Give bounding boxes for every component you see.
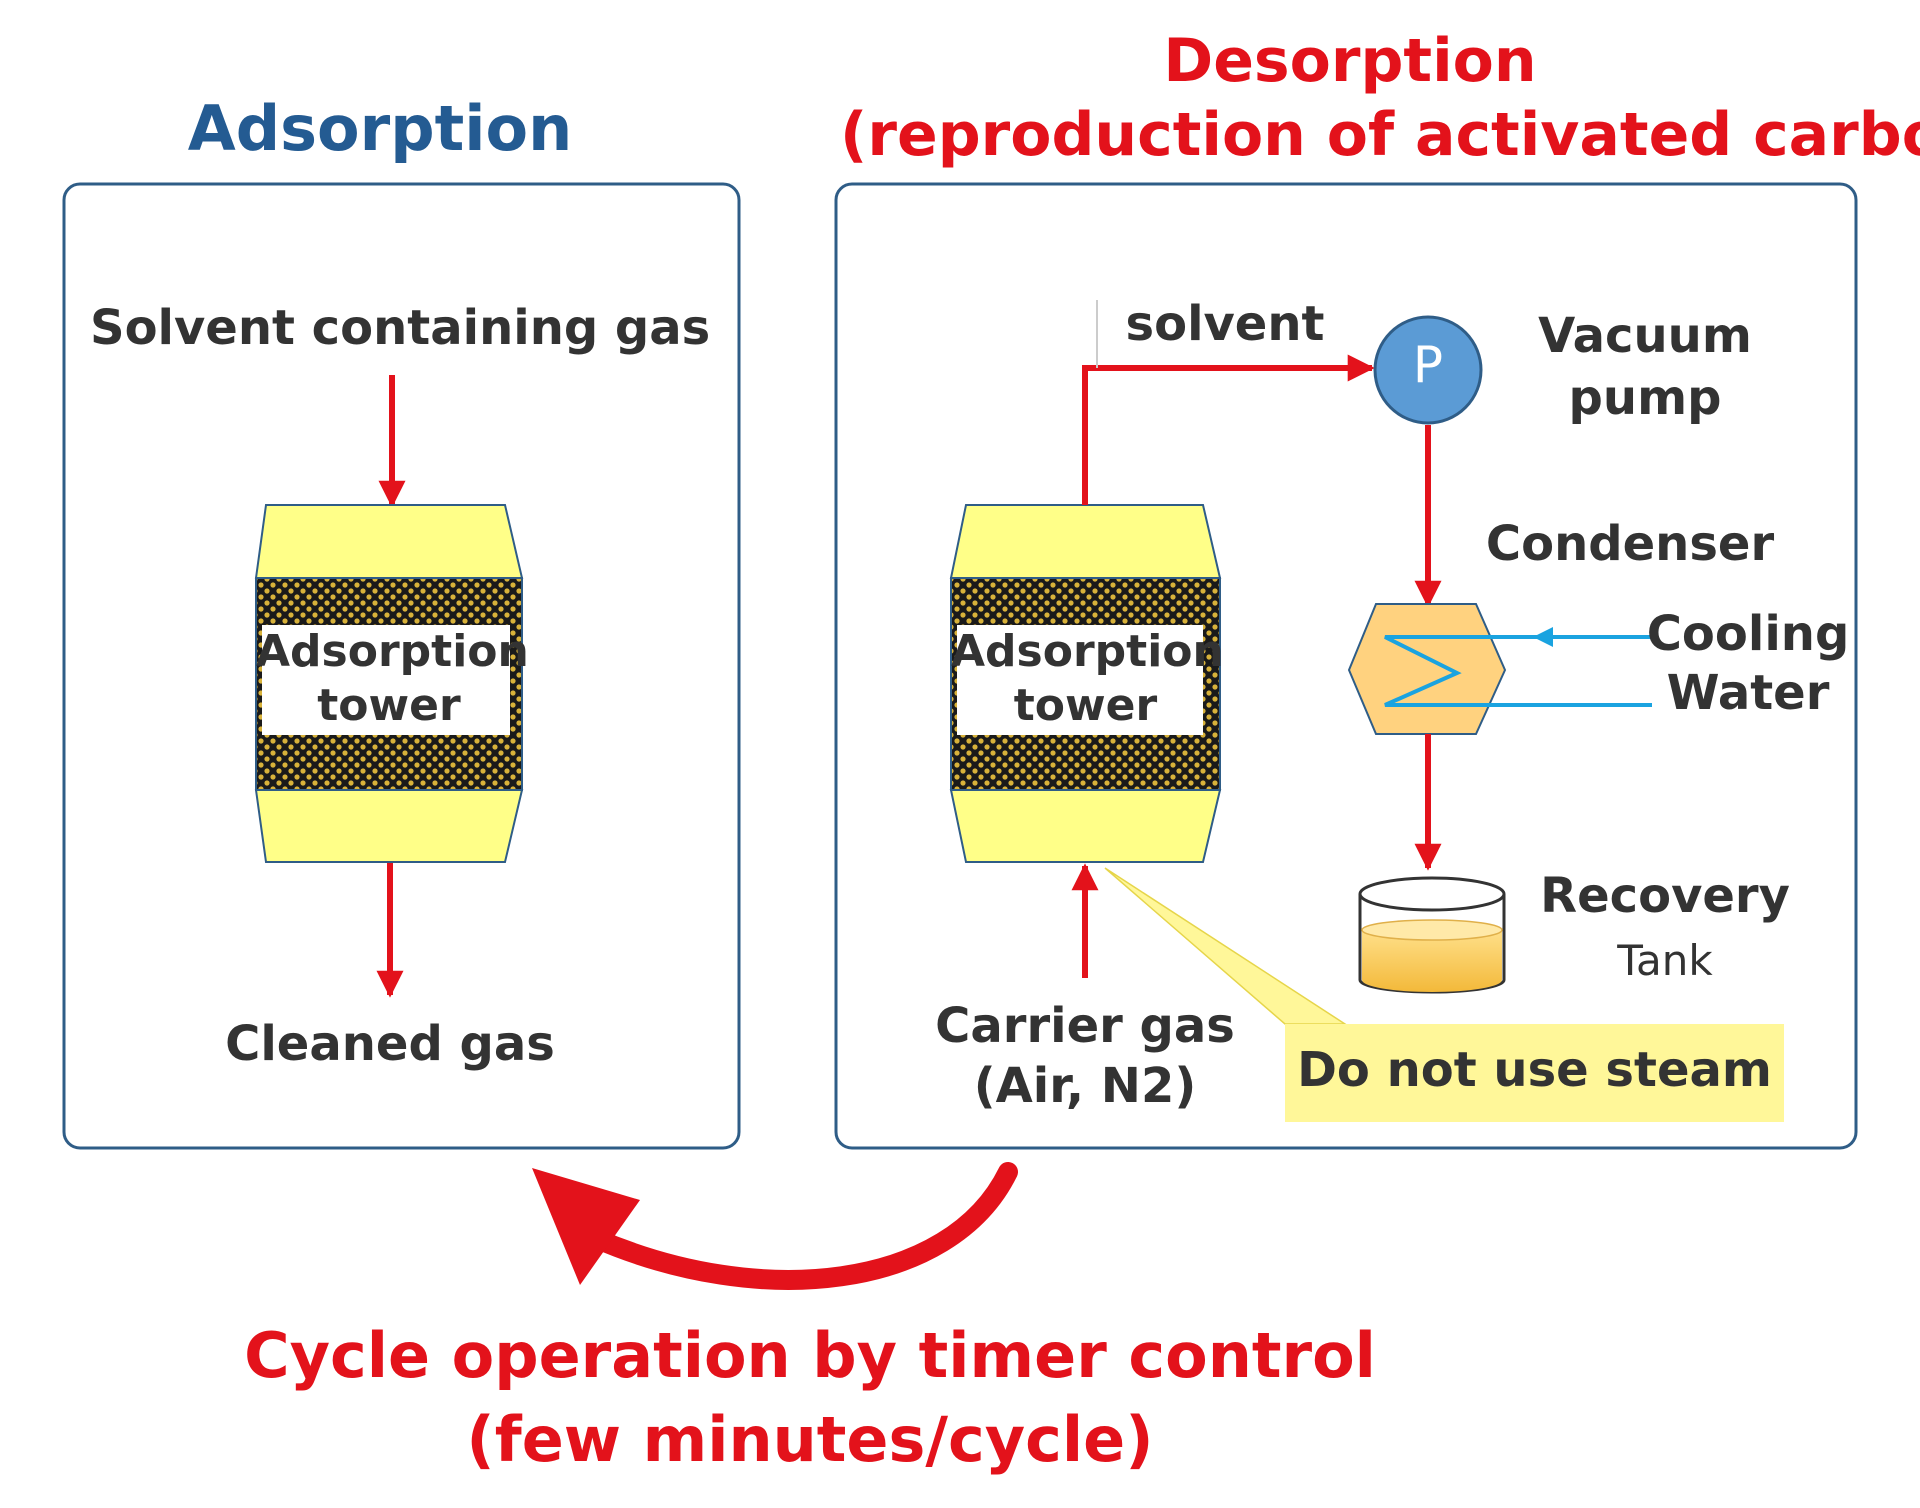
cycle-label-line1: Cycle operation by timer control xyxy=(244,1319,1376,1392)
recovery-tank-icon xyxy=(1358,876,1506,994)
desorption-title-line2: (reproduction of activated carbon) xyxy=(840,100,1920,170)
carrier-label-line2: (Air, N2) xyxy=(973,1058,1197,1114)
cooling-label-line1: Cooling xyxy=(1646,606,1850,662)
adsorption-tower-icon xyxy=(254,504,524,863)
desorption-tower-label-2: tower xyxy=(1013,680,1158,731)
condenser-icon xyxy=(1347,603,1652,735)
pump-label-line2: pump xyxy=(1568,370,1722,426)
condenser-label: Condenser xyxy=(1485,516,1775,572)
adsorption-output-label: Cleaned gas xyxy=(225,1016,555,1072)
pump-icon xyxy=(1373,315,1483,425)
desorption-panel xyxy=(834,182,1858,1150)
cycle-label-line2: (few minutes/cycle) xyxy=(466,1403,1154,1476)
pump-symbol: P xyxy=(1412,336,1444,394)
adsorption-tower-label-1: Adsorption xyxy=(256,626,529,677)
note-box xyxy=(1285,1024,1784,1122)
desorption-tower-label-1: Adsorption xyxy=(951,626,1224,677)
note-text: Do not use steam xyxy=(1297,1042,1772,1098)
desorption-title-line1: Desorption xyxy=(1163,26,1537,96)
adsorption-input-label: Solvent containing gas xyxy=(90,300,711,356)
cycle-arrow-icon xyxy=(532,1162,1018,1290)
cooling-label-line2: Water xyxy=(1666,665,1830,721)
adsorption-panel xyxy=(62,182,741,1150)
recovery-label-line2: Tank xyxy=(1617,936,1713,985)
solvent-line xyxy=(1082,354,1375,505)
pump-label-line1: Vacuum xyxy=(1538,308,1752,364)
adsorption-tower-label-2: tower xyxy=(317,680,461,731)
desorption-tower-icon xyxy=(949,504,1222,863)
carrier-label-line1: Carrier gas xyxy=(935,998,1235,1054)
adsorption-title: Adsorption xyxy=(187,92,573,165)
recovery-label-line1: Recovery xyxy=(1540,868,1790,924)
solvent-label: solvent xyxy=(1125,296,1325,352)
